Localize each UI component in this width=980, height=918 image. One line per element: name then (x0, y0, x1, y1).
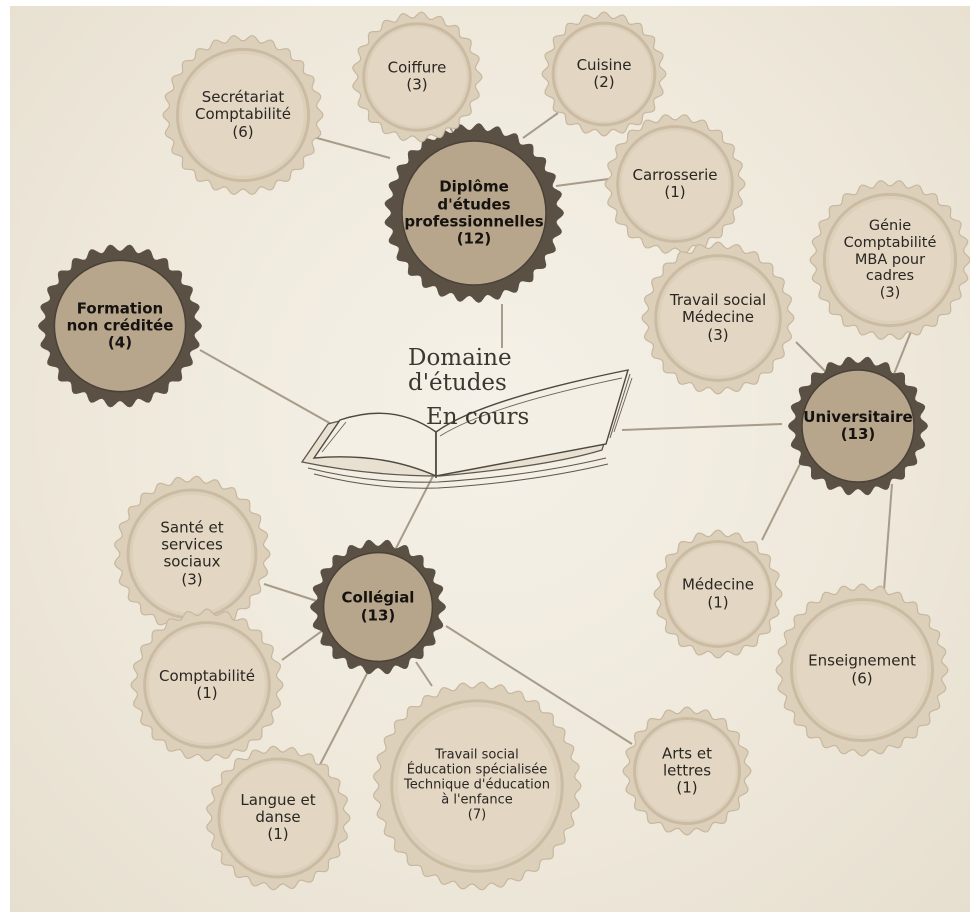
node-langue-et-danse-label: Langue et danse (1) (240, 791, 316, 844)
node-carrosserie: Carrosserie (1) (621, 130, 730, 239)
node-universitaire: Universitaire (13) (803, 372, 913, 481)
node-formation-non-creditee-label: Formation non créditée (4) (66, 299, 174, 352)
node-carrosserie-shape (604, 114, 746, 254)
node-comptabilite-label: Comptabilité (1) (158, 666, 255, 702)
connector-layer (38, 11, 970, 891)
center-subtitle: En cours (426, 404, 530, 430)
node-carrosserie-label: Carrosserie (1) (632, 165, 718, 201)
connector-line (415, 661, 433, 687)
node-sante-services-sociaux-shape (113, 475, 271, 633)
node-travail-social-education: Travail social Éducation spécialisée Tec… (396, 705, 557, 866)
node-enseignement: Enseignement (6) (795, 603, 928, 736)
node-arts-et-lettres-shape (622, 706, 752, 836)
node-travail-social-medecine: Travail social Médecine (3) (659, 259, 777, 377)
node-enseignement-label: Enseignement (6) (808, 651, 916, 687)
node-cuisine: Cuisine (2) (556, 26, 652, 122)
node-collegial-shape (310, 539, 446, 675)
node-sante-services-sociaux-label: Santé et services sociaux (3) (160, 518, 224, 589)
connector-line (445, 625, 633, 745)
node-secretariat-comptabilite: Secrétariat Comptabilité (6) (181, 53, 305, 177)
node-medecine-shape (653, 529, 783, 659)
connector-line (281, 627, 327, 661)
node-genie-comptabilite-mba: Génie Comptabilité MBA pour cadres (3) (828, 198, 952, 322)
connector-line (305, 134, 391, 159)
connector-line (522, 112, 559, 139)
node-langue-et-danse: Langue et danse (1) (222, 762, 334, 874)
node-medecine-label: Médecine (1) (681, 575, 755, 611)
connector-line (555, 177, 617, 187)
node-genie-comptabilite-mba-shape (809, 179, 970, 341)
connector-line (621, 423, 783, 431)
node-diplome-etudes-professionnelles: Diplôme d'études professionnelles (12) (404, 143, 544, 283)
node-travail-social-education-label: Travail social Éducation spécialisée Tec… (404, 747, 550, 823)
node-genie-comptabilite-mba-label: Génie Comptabilité MBA pour cadres (3) (843, 218, 937, 301)
node-universitaire-shape (788, 356, 928, 496)
node-cuisine-shape (541, 11, 667, 137)
node-coiffure: Coiffure (3) (367, 27, 468, 128)
node-travail-social-medecine-label: Travail social Médecine (3) (669, 291, 767, 344)
open-book-illustration (300, 369, 633, 489)
node-travail-social-education-shape (372, 681, 582, 891)
node-coiffure-label: Coiffure (3) (387, 58, 447, 94)
node-coiffure-shape (352, 11, 483, 143)
connector-line (199, 349, 343, 431)
node-diplome-etudes-professionnelles-label: Diplôme d'études professionnelles (12) (404, 177, 544, 248)
node-arts-et-lettres-label: Arts et lettres (1) (661, 744, 712, 797)
node-arts-et-lettres: Arts et lettres (1) (637, 721, 736, 820)
node-secretariat-comptabilite-label: Secrétariat Comptabilité (6) (195, 88, 291, 141)
connector-line (263, 583, 321, 603)
mind-map-canvas: Domaine d'études En cours Diplôme d'étud… (10, 6, 970, 912)
center-title: Domaine d'études (408, 345, 512, 397)
connector-line (761, 459, 803, 541)
node-diplome-etudes-professionnelles-shape (384, 123, 564, 303)
node-formation-non-creditee: Formation non créditée (4) (56, 262, 183, 389)
connector-line (883, 483, 893, 591)
node-travail-social-medecine-shape (641, 241, 795, 395)
node-medecine: Médecine (1) (668, 544, 767, 643)
node-enseignement-shape (775, 583, 949, 757)
node-universitaire-label: Universitaire (13) (803, 407, 913, 443)
node-sante-services-sociaux: Santé et services sociaux (3) (132, 494, 253, 615)
node-comptabilite: Comptabilité (1) (148, 626, 266, 744)
node-collegial: Collégial (13) (325, 554, 430, 659)
node-cuisine-label: Cuisine (2) (576, 55, 632, 91)
node-comptabilite-shape (130, 608, 284, 762)
node-langue-et-danse-shape (206, 745, 351, 891)
node-formation-non-creditee-shape (38, 244, 202, 408)
node-collegial-label: Collégial (13) (341, 588, 415, 624)
node-secretariat-comptabilite-shape (162, 34, 324, 196)
